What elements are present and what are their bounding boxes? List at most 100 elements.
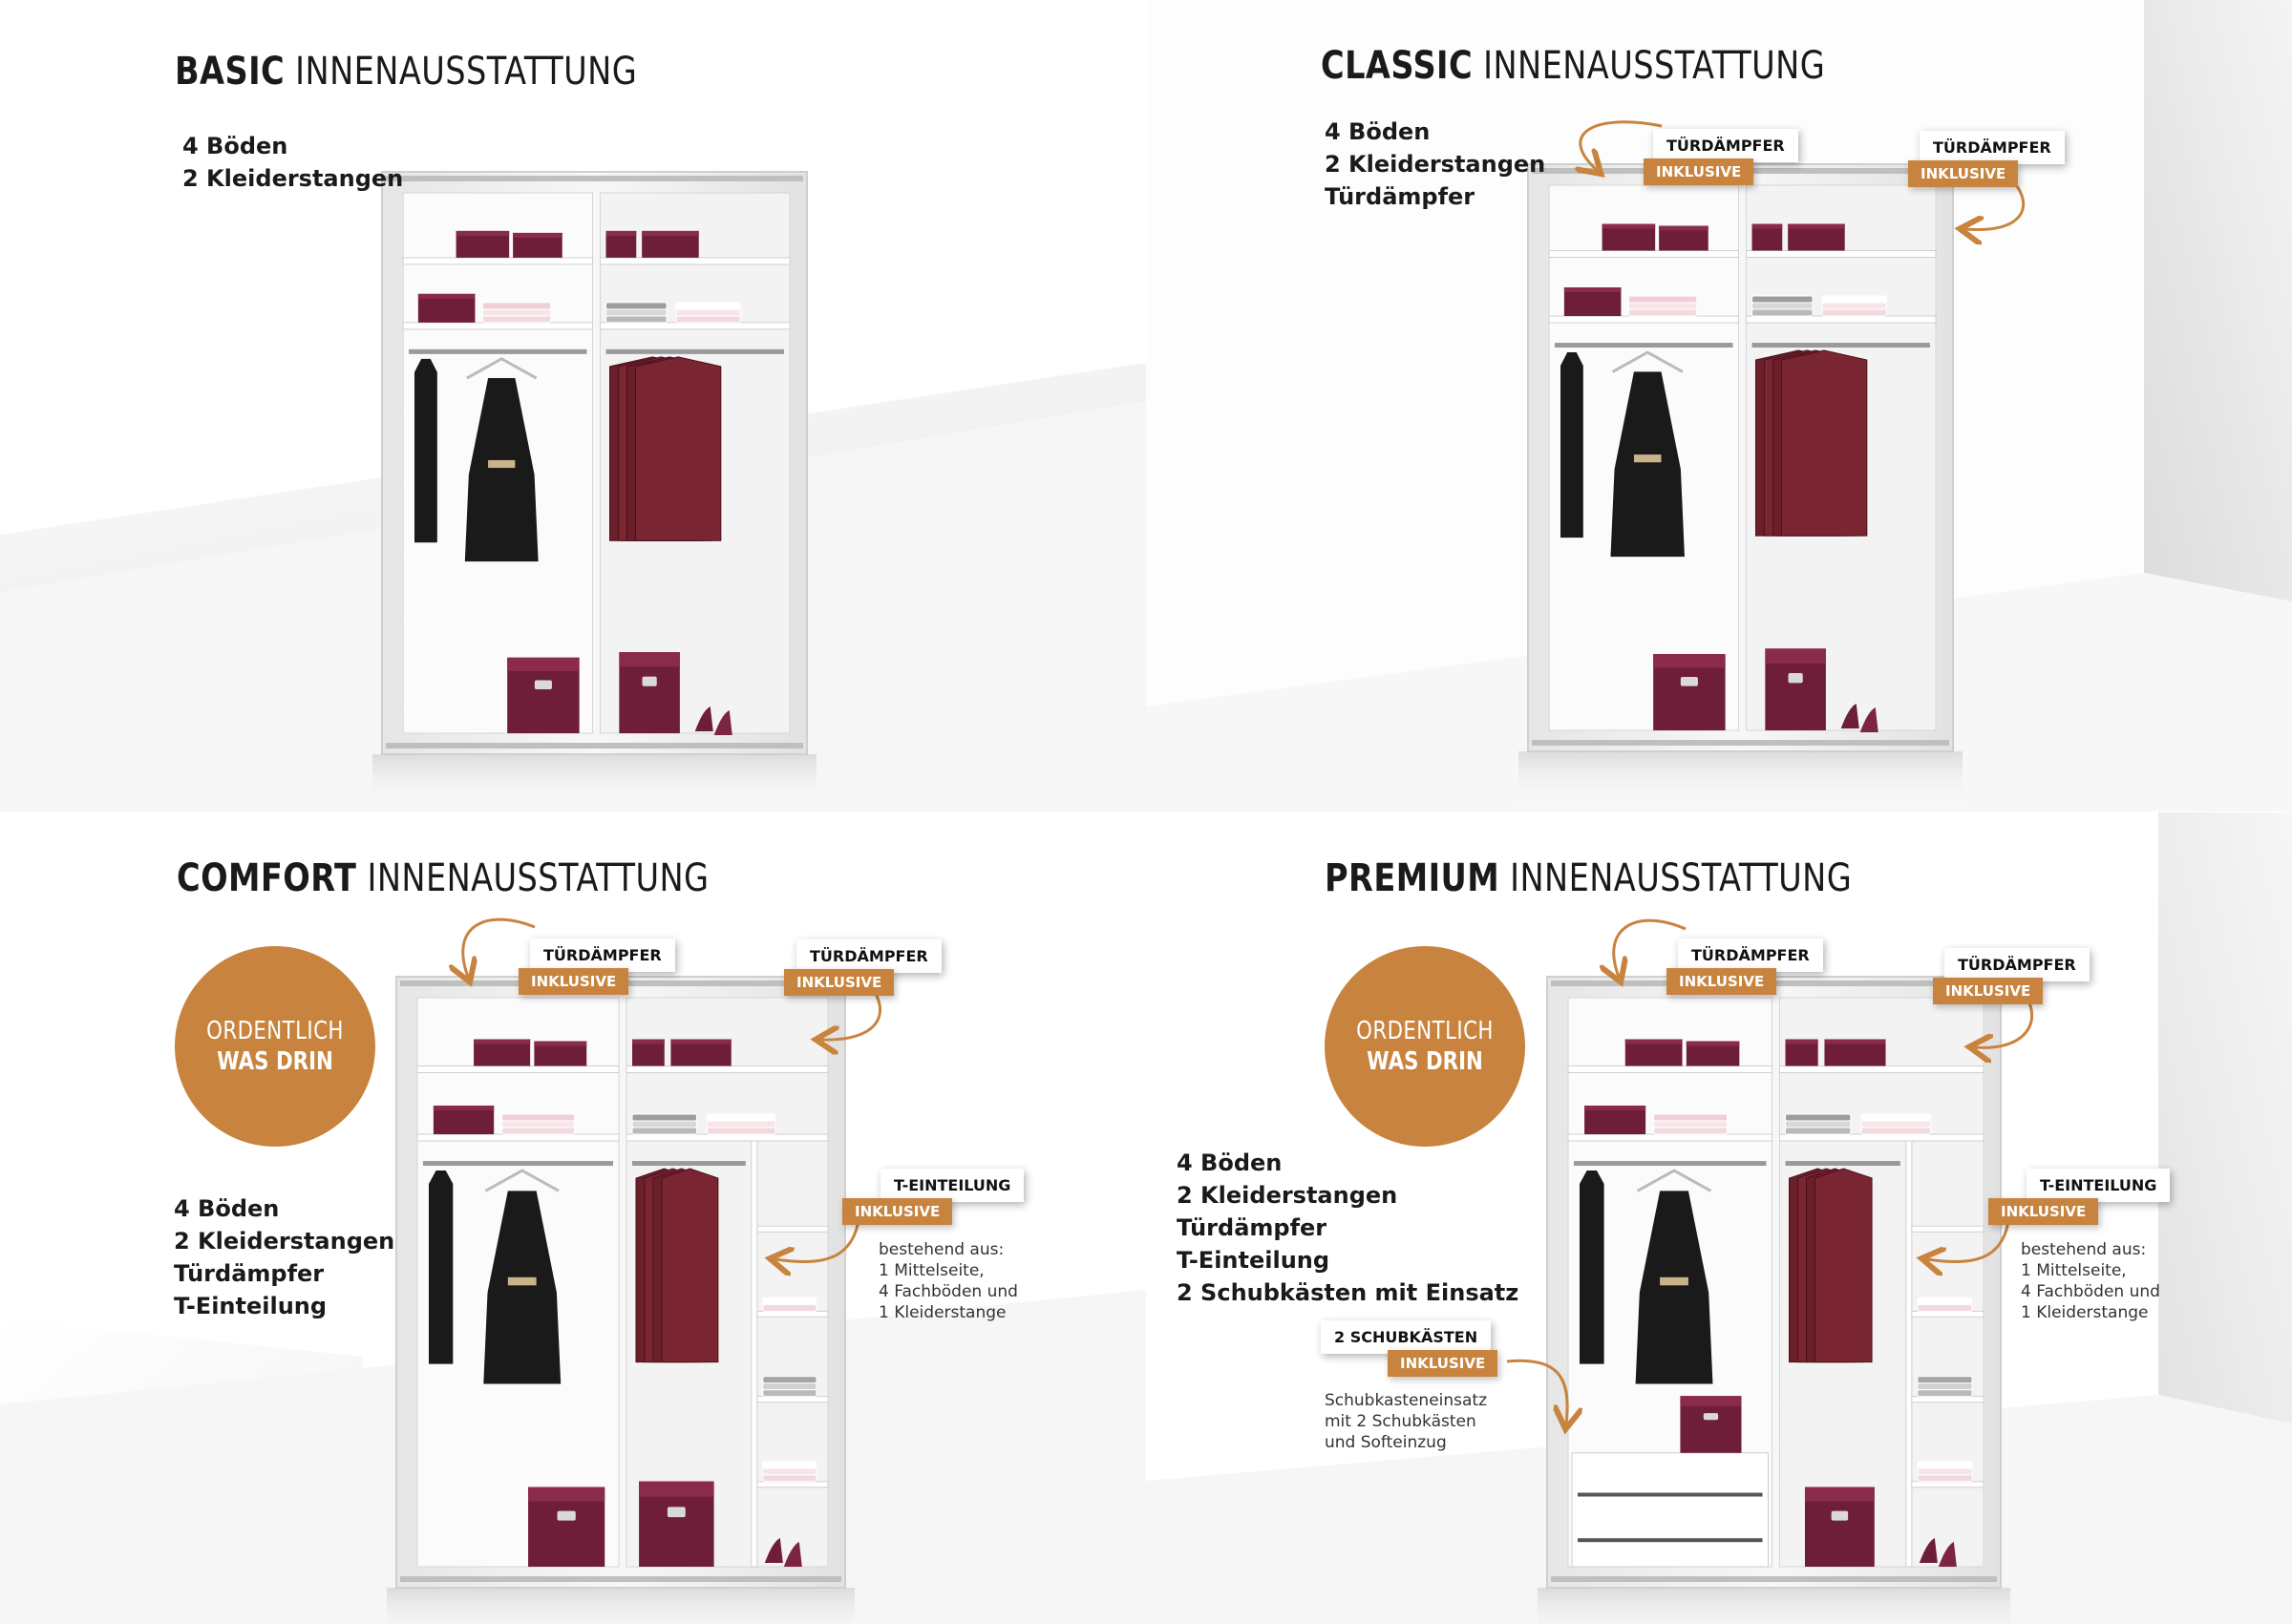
inclusive-tag: INKLUSIVE <box>1388 1350 1498 1377</box>
shoe <box>694 707 713 731</box>
folded-towel <box>1653 1120 1729 1128</box>
folded-towel <box>1785 1113 1852 1122</box>
folded-towel <box>706 1120 776 1128</box>
wardrobe-classic <box>1518 163 1963 809</box>
shelf <box>626 1065 829 1074</box>
folded-towel <box>631 1127 698 1135</box>
shelf <box>600 257 791 265</box>
shoe <box>713 710 732 735</box>
t-division-side <box>1905 1140 1913 1568</box>
inclusive-tag: INKLUSIVE <box>1988 1198 2099 1225</box>
folded-towel <box>1917 1461 1973 1469</box>
description-line: 1 Kleiderstange <box>879 1303 1007 1322</box>
folded-towel <box>1751 295 1814 304</box>
folded-towel <box>1627 308 1698 317</box>
panel-title: COMFORT INNENAUSSTATTUNG <box>177 856 710 900</box>
shirt <box>635 356 722 541</box>
folded-towel <box>762 1376 817 1384</box>
door-rail <box>386 176 803 181</box>
folded-towel <box>675 315 741 324</box>
title-strong: BASIC <box>175 50 286 94</box>
callout-tuerdaempfer-right: TÜRDÄMPFER INKLUSIVE <box>1908 131 2065 191</box>
folded-towel <box>631 1120 698 1128</box>
schubkaesten-description: Schubkasteneinsatz mit 2 Schubkästen und… <box>1325 1390 1487 1453</box>
clothes-rod <box>605 348 784 354</box>
badge-line1: ORDENTLICH <box>1356 1017 1494 1045</box>
wardrobe-premium <box>1538 976 2010 1624</box>
folded-towel <box>501 1113 576 1122</box>
inclusive-tag: INKLUSIVE <box>1666 968 1777 995</box>
storage-box <box>1584 1106 1646 1135</box>
shoe <box>783 1542 802 1567</box>
folded-towel <box>762 1303 817 1312</box>
title-strong: CLASSIC <box>1321 44 1474 88</box>
shelf <box>1567 1133 1772 1142</box>
drawer-handle <box>1578 1538 1763 1543</box>
title-light: INNENAUSSTATTUNG <box>1483 44 1826 88</box>
inclusive-tag: INKLUSIVE <box>842 1198 953 1225</box>
drawer-handle <box>1578 1492 1763 1497</box>
callout-label: TÜRDÄMPFER <box>530 939 675 972</box>
hanger <box>484 1169 560 1192</box>
callout-label: TÜRDÄMPFER <box>1944 948 2090 981</box>
shirt <box>1781 349 1868 537</box>
title-light: INNENAUSSTATTUNG <box>1510 856 1853 900</box>
shelf <box>402 257 593 265</box>
callout-tuerdaempfer-left: TÜRDÄMPFER INKLUSIVE <box>1644 129 1798 189</box>
t-division-shelf <box>756 1310 829 1318</box>
shelf <box>1779 1133 1984 1142</box>
jacket <box>429 1171 454 1364</box>
folded-towel <box>605 315 668 324</box>
panel-title: CLASSIC INNENAUSSTATTUNG <box>1321 44 1825 88</box>
feature-list: 4 Böden 2 Kleiderstangen <box>182 130 403 195</box>
callout-tuerdaempfer-right: TÜRDÄMPFER INKLUSIVE <box>784 939 942 1000</box>
folded-towel <box>1860 1127 1931 1135</box>
folded-towel <box>501 1127 576 1135</box>
folded-towel <box>481 308 552 317</box>
badge-line2: WAS DRIN <box>217 1047 333 1076</box>
clothes-rod <box>423 1161 613 1167</box>
title-light: INNENAUSSTATTUNG <box>295 50 638 94</box>
hanger <box>466 357 538 380</box>
shelf <box>416 1065 620 1074</box>
t-division-shelf <box>1911 1396 1984 1403</box>
callout-label: TÜRDÄMPFER <box>796 939 942 973</box>
inclusive-tag: INKLUSIVE <box>1644 158 1754 185</box>
folded-towel <box>1917 1382 1973 1391</box>
inclusive-tag: INKLUSIVE <box>1908 160 2019 187</box>
feature-item: 2 Kleiderstangen <box>1325 151 1546 178</box>
jacket <box>414 358 437 543</box>
folded-towel <box>481 302 552 310</box>
t-division-shelf <box>756 1481 829 1488</box>
inclusive-tag: INKLUSIVE <box>784 969 895 996</box>
description-line: 1 Mittelseite, <box>879 1261 985 1280</box>
folded-towel <box>1860 1113 1931 1122</box>
clothes-rod <box>632 1161 746 1167</box>
drawer-unit <box>1571 1452 1769 1568</box>
t-division-shelf <box>756 1225 829 1233</box>
shoe <box>764 1538 783 1563</box>
door-rail <box>1551 1576 1997 1582</box>
callout-tuerdaempfer-left: TÜRDÄMPFER INKLUSIVE <box>1666 939 1823 999</box>
folded-towel <box>1653 1127 1729 1135</box>
t-einteilung-description: bestehend aus: 1 Mittelseite, 4 Fachböde… <box>879 1239 1018 1323</box>
feature-item: Türdämpfer <box>1325 183 1475 210</box>
folded-towel <box>501 1120 576 1128</box>
shelf <box>600 322 791 330</box>
shelf <box>1746 315 1937 324</box>
jacket <box>1560 352 1583 538</box>
wardrobe-comfort <box>387 976 855 1624</box>
shirt <box>1814 1168 1873 1363</box>
feature-item: 2 Kleiderstangen <box>1177 1182 1398 1209</box>
callout-label: 2 SCHUBKÄSTEN <box>1321 1320 1492 1354</box>
folded-towel <box>762 1389 817 1398</box>
feature-item: T-Einteilung <box>1177 1247 1330 1274</box>
callout-tuerdaempfer-left: TÜRDÄMPFER INKLUSIVE <box>519 939 675 999</box>
hanger <box>1611 350 1684 373</box>
title-strong: COMFORT <box>177 856 357 900</box>
folded-towel <box>1860 1120 1931 1128</box>
shelf <box>626 1133 829 1142</box>
clothes-rod <box>1751 343 1930 348</box>
shoe <box>1938 1542 1957 1567</box>
wardrobe-basic <box>372 171 817 812</box>
